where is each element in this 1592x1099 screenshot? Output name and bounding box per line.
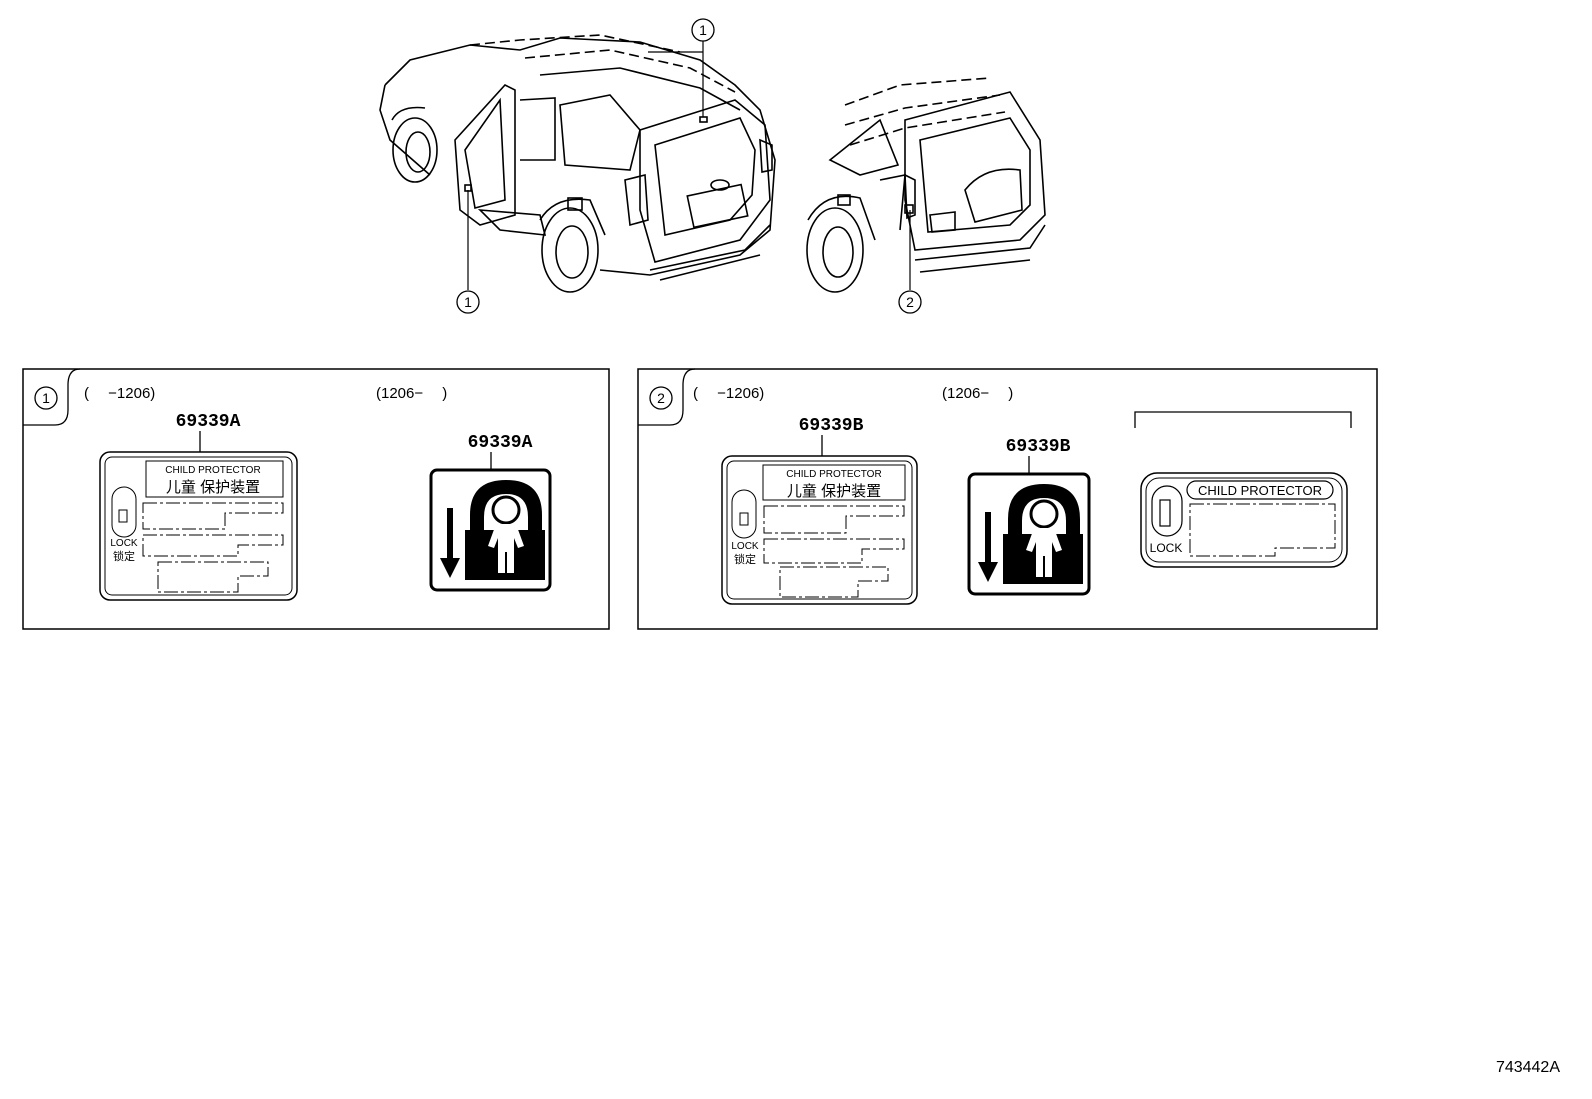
svg-text:锁定: 锁定 (734, 552, 756, 566)
svg-text:LOCK: LOCK (110, 538, 138, 549)
svg-text:锁定: 锁定 (113, 549, 135, 563)
panel-1-range-after: (1206− ) (376, 385, 447, 402)
vehicle-illustration-right (806, 77, 1046, 293)
callout-1-top: 1 (691, 18, 715, 42)
panel-2-range-before: ( −1206) (693, 385, 764, 402)
panel-2-part-left: 69339B (799, 416, 864, 436)
vehicle-illustration-left (379, 34, 776, 293)
svg-text:儿童 保护装置: 儿童 保护装置 (787, 482, 881, 500)
svg-text:2: 2 (906, 294, 914, 310)
panel-2: 2 ( −1206) (1206− ) 69339B CHILD PROTECT… (637, 368, 1378, 630)
child-protector-label-1: CHILD PROTECTOR 儿童 保护装置 LOCK 锁定 (99, 451, 298, 601)
svg-text:CHILD PROTECTOR: CHILD PROTECTOR (786, 469, 881, 480)
svg-text:LOCK: LOCK (1150, 541, 1183, 555)
panel-1-part-left: 69339A (176, 412, 241, 432)
child-protector-label-2: CHILD PROTECTOR 儿童 保护装置 LOCK 锁定 (721, 455, 918, 605)
child-lock-pictogram-1 (429, 468, 552, 592)
svg-text:儿童 保护装置: 儿童 保护装置 (166, 478, 260, 496)
svg-text:LOCK: LOCK (731, 541, 759, 552)
svg-text:1: 1 (699, 22, 707, 38)
panel-1: 1 ( −1206) (1206− ) 69339A CHILD PROTECT… (22, 368, 610, 630)
panel-2-range-after: (1206− ) (942, 385, 1013, 402)
svg-text:CHILD PROTECTOR: CHILD PROTECTOR (1198, 483, 1322, 498)
panel-1-range-before: ( −1206) (84, 385, 155, 402)
child-lock-pictogram-2 (967, 472, 1091, 596)
callout-2: 2 (898, 290, 922, 314)
svg-text:CHILD PROTECTOR: CHILD PROTECTOR (165, 465, 260, 476)
panel-1-part-right: 69339A (468, 433, 533, 453)
diagram-reference-number: 743442A (1495, 1059, 1560, 1076)
panel-2-badge: 2 (657, 390, 665, 406)
panel-1-badge: 1 (42, 390, 50, 406)
svg-text:1: 1 (464, 294, 472, 310)
panel-2-part-right: 69339B (1006, 437, 1071, 457)
child-protector-label-3: CHILD PROTECTOR LOCK (1140, 472, 1348, 568)
callout-1-bottom: 1 (456, 290, 480, 314)
